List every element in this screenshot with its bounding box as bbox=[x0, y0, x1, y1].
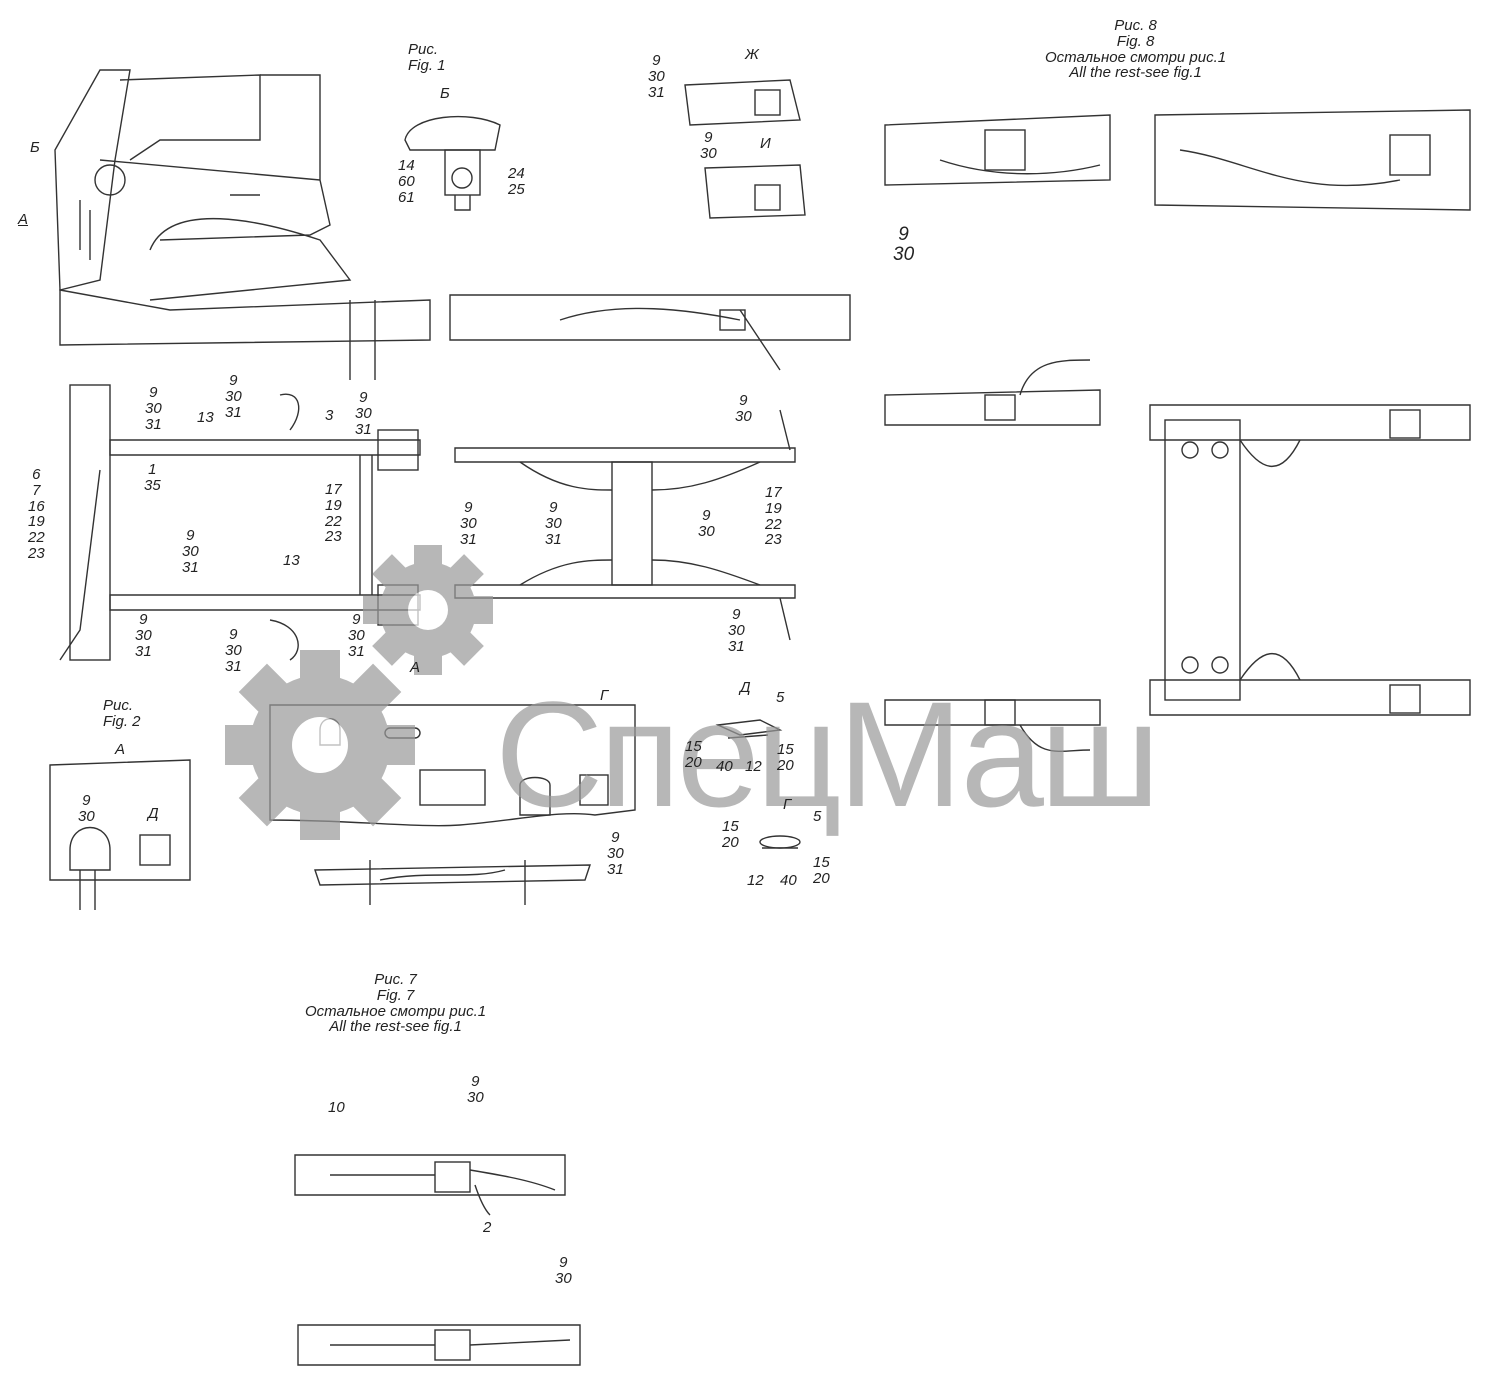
callout-c38: 9 30 bbox=[467, 1073, 484, 1106]
callout-c21: 9 30 bbox=[698, 507, 715, 540]
callout-c10: 1 35 bbox=[144, 461, 161, 494]
callout-c12: 17 19 22 23 bbox=[325, 481, 342, 546]
callout-c28: 12 bbox=[745, 758, 762, 775]
fig2-caption: Рис. Fig. 2 bbox=[103, 697, 141, 730]
detail-d bbox=[715, 719, 783, 739]
fig7-strip-bottom bbox=[297, 1324, 581, 1366]
chassis-plan-right bbox=[454, 409, 796, 641]
view-label-zh: Ж bbox=[745, 46, 759, 63]
watermark-gear-large bbox=[225, 650, 415, 840]
callout-c26: 15 20 bbox=[685, 738, 702, 771]
detail-g bbox=[759, 835, 801, 849]
fig1-caption: Рис. Fig. 1 bbox=[408, 41, 446, 74]
callout-c01: 14 60 61 bbox=[398, 157, 415, 206]
callout-c40: 9 30 bbox=[555, 1254, 572, 1287]
detail-i-drawing bbox=[704, 164, 806, 219]
view-label-g: Г bbox=[783, 796, 792, 813]
fig8-chassis-plan bbox=[1149, 404, 1471, 716]
view-label-i: И bbox=[760, 135, 771, 152]
callout-c39: 2 bbox=[483, 1219, 492, 1236]
callout-c05: 9 30 31 bbox=[145, 384, 162, 433]
fig8-frame-top bbox=[1154, 109, 1471, 211]
callout-c07: 13 bbox=[197, 409, 214, 426]
callout-c13: 9 30 31 bbox=[182, 527, 199, 576]
callout-c34: 40 bbox=[780, 872, 797, 889]
frame-side-view bbox=[449, 294, 851, 371]
callout-c11: 6 7 16 19 22 23 bbox=[28, 466, 45, 562]
callout-c22: 17 19 22 23 bbox=[765, 484, 782, 549]
callout-c33: 12 bbox=[747, 872, 764, 889]
callout-c24: 9 30 bbox=[78, 792, 95, 825]
watermark-gear-small bbox=[363, 545, 493, 675]
marker-a: А bbox=[18, 211, 29, 228]
fig8-caption: Рис. 8 Fig. 8 Остальное смотри рис.1 All… bbox=[1045, 17, 1227, 82]
watermark-text: СпецМаш bbox=[495, 670, 1160, 838]
view-label-d: Д bbox=[740, 679, 751, 696]
callout-c08: 3 bbox=[325, 407, 334, 424]
callout-c09: 9 30 31 bbox=[355, 389, 372, 438]
callout-c06: 9 30 31 bbox=[225, 372, 242, 421]
fig8-strip-bottom bbox=[884, 699, 1101, 752]
callout-c19: 9 30 31 bbox=[460, 499, 477, 548]
marker-b: Б bbox=[30, 139, 40, 156]
callout-c04: 9 30 bbox=[700, 129, 717, 162]
callout-c23: 9 30 31 bbox=[728, 606, 745, 655]
callout-c30: 9 30 31 bbox=[607, 829, 624, 878]
callout-c32: 15 20 bbox=[722, 818, 739, 851]
callout-c31: 5 bbox=[813, 808, 822, 825]
marker-g: Г bbox=[600, 687, 609, 704]
callout-c17: 9 30 31 bbox=[348, 611, 365, 660]
marker-a-gear: А bbox=[410, 659, 421, 676]
fig7-strip-top bbox=[294, 1154, 566, 1216]
callout-c35: 15 20 bbox=[813, 854, 830, 887]
callout-c36: 9 30 bbox=[893, 224, 915, 265]
callout-c02: 24 25 bbox=[508, 165, 525, 198]
callout-c25: 5 bbox=[776, 689, 785, 706]
callout-c20: 9 30 31 bbox=[545, 499, 562, 548]
callout-c14: 13 bbox=[283, 552, 300, 569]
fig7-caption: Рис. 7 Fig. 7 Остальное смотри рис.1 All… bbox=[305, 971, 487, 1036]
cab-side-view bbox=[54, 69, 431, 380]
fig2-detail bbox=[49, 759, 191, 910]
detail-zh-drawing bbox=[684, 79, 801, 126]
callout-c15: 9 30 31 bbox=[135, 611, 152, 660]
callout-c37: 10 bbox=[328, 1099, 345, 1116]
view-label-b: Б bbox=[440, 85, 450, 102]
fig8-strip-left bbox=[884, 114, 1111, 186]
detail-b-drawing bbox=[404, 115, 501, 211]
callout-c27: 40 bbox=[716, 758, 733, 775]
callout-c29: 15 20 bbox=[777, 741, 794, 774]
marker-d: Д bbox=[148, 805, 159, 822]
callout-c16: 9 30 31 bbox=[225, 626, 242, 675]
callout-c03: 9 30 31 bbox=[648, 52, 665, 101]
callout-c18: 9 30 bbox=[735, 392, 752, 425]
view-label-a: А bbox=[115, 741, 126, 758]
fig8-strip-mid bbox=[884, 359, 1101, 426]
